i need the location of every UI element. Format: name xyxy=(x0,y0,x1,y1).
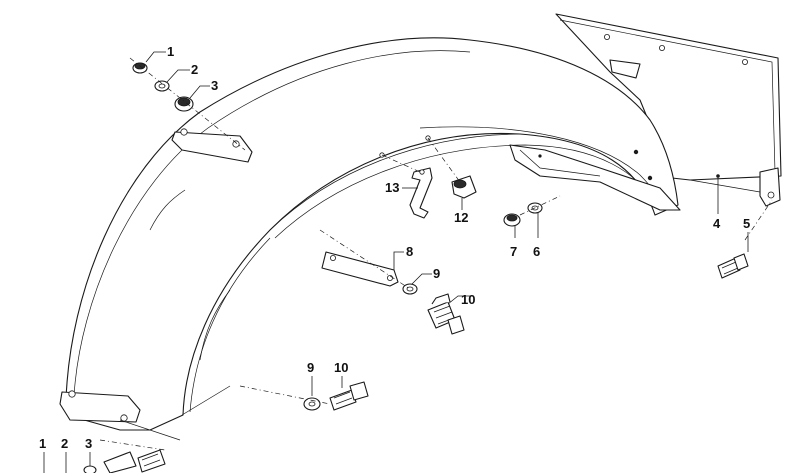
bolt-10-low xyxy=(239,381,369,411)
top-fastener-stack xyxy=(129,57,246,151)
callout-10-mid: 10 xyxy=(461,292,475,307)
callout-13: 13 xyxy=(385,180,399,195)
cable-clip-13 xyxy=(409,167,433,219)
callout-12: 12 xyxy=(454,210,468,225)
callout-3-bottom: 3 xyxy=(85,436,92,451)
callout-8: 8 xyxy=(406,244,413,259)
nut-washer-6-7 xyxy=(503,195,561,227)
callout-1-bottom: 1 xyxy=(39,436,46,451)
callout-3-top: 3 xyxy=(211,78,218,93)
license-plate-bracket xyxy=(555,13,782,207)
callout-9-low: 9 xyxy=(307,360,314,375)
rubber-buffer-12 xyxy=(451,175,477,199)
callout-4: 4 xyxy=(713,216,721,231)
callout-9-mid: 9 xyxy=(433,266,440,281)
callout-10-low: 10 xyxy=(334,360,348,375)
bolt-5 xyxy=(717,199,773,279)
bolt-10-mid xyxy=(427,293,465,335)
callout-7: 7 xyxy=(510,244,517,259)
rear-fender xyxy=(59,37,681,441)
callout-5: 5 xyxy=(743,216,750,231)
leader-lines xyxy=(43,51,749,473)
callout-2-bottom: 2 xyxy=(61,436,68,451)
callout-2-top: 2 xyxy=(191,62,198,77)
support-strap-8 xyxy=(321,251,399,287)
callout-6: 6 xyxy=(533,244,540,259)
callout-1-top: 1 xyxy=(167,44,174,59)
bottom-fastener-stack xyxy=(83,439,166,473)
